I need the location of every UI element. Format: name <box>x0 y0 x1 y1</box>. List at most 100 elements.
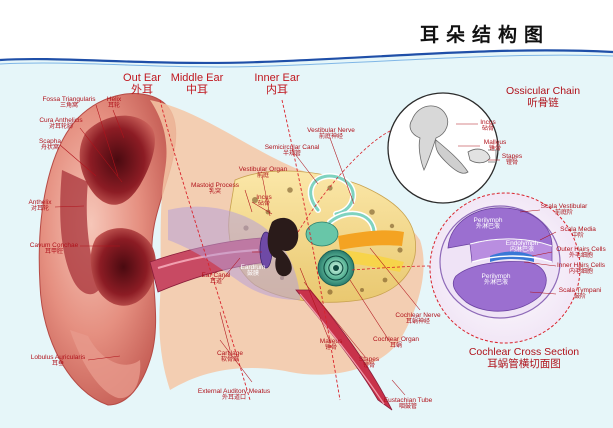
header-middle-ear-zh: 中耳 <box>186 84 208 96</box>
label-external-meatus-zh: 外耳道口 <box>221 395 246 401</box>
label-fossa-en: Fossa Triangularis <box>42 96 96 103</box>
label-eustachian-tube: Eustachian Tube 咽鼓管 <box>380 397 436 411</box>
label-cochlear-nerve: Cochlear Nerve 耳蜗神经 <box>390 312 446 326</box>
label-semicircular-en: Semicircular Canal <box>264 144 320 151</box>
section-label-scala-media: Scala Media 中阶 <box>556 226 600 240</box>
label-helix-en: Helix <box>106 96 122 103</box>
label-mastoid-en: Mastoid Process <box>190 182 240 189</box>
label-anthelix-zh: 对耳轮 <box>30 206 49 212</box>
label-incus-en: Incus <box>256 194 272 201</box>
label-cochlear-organ-zh: 耳蜗 <box>389 343 402 349</box>
section-label-outer-hair-cells: Outer Hairs Cells 外毛细胞 <box>552 246 610 260</box>
inner-hair-en: Inner Hairs Cells <box>556 262 606 269</box>
label-scapha: Scapha 舟状窝 <box>36 138 64 152</box>
header-inner-ear-zh: 内耳 <box>266 84 288 96</box>
ossicular-chain-title: Ossicular Chain 听骨链 <box>500 85 586 109</box>
ossicular-incus-zh: 砧骨 <box>481 126 494 132</box>
label-cartilage-zh: 软骨部 <box>220 357 239 363</box>
section-label-inner-hair-cells: Inner Hairs Cells 内毛细胞 <box>552 262 610 276</box>
header-inner-ear: Inner Ear 内耳 <box>242 72 312 96</box>
label-cochlear-nerve-en: Cochlear Nerve <box>395 312 441 319</box>
label-external-meatus-en: External Auditory Meatus <box>197 388 271 395</box>
label-concha-zh: 耳甲腔 <box>44 249 63 255</box>
label-fossa-zh: 三角窝 <box>59 103 78 109</box>
label-stapes-en: Stapes <box>358 356 380 363</box>
header-middle-ear: Middle Ear 中耳 <box>162 72 232 96</box>
label-vestibular-organ: Vestibular Organ 前庭 <box>234 166 292 180</box>
section-label-perilymph-bottom: Perilymph 外淋巴液 <box>478 273 514 287</box>
label-incus-zh: 砧骨 <box>257 201 270 207</box>
outer-hair-en: Outer Hairs Cells <box>556 246 606 253</box>
label-eardrum-en: Eardrum <box>240 264 266 271</box>
ossicular-incus-en: Incus <box>480 119 496 126</box>
label-stapes: Stapes 镫骨 <box>356 356 382 370</box>
cochlear-section-title-en: Cochlear Cross Section <box>468 346 580 358</box>
perilymph-top-zh: 外淋巴液 <box>475 224 500 230</box>
label-eustachian-zh: 咽鼓管 <box>398 404 417 410</box>
section-label-scala-tympani: Scala Tympani 鼓阶 <box>556 287 604 301</box>
scala-tympani-zh: 鼓阶 <box>573 294 586 300</box>
label-lobulus-en: Lobulus Auricularis <box>30 354 86 361</box>
label-cartilage: Cartilage 软骨部 <box>210 350 250 364</box>
label-semicircular-zh: 半规管 <box>282 151 301 157</box>
page-title: 耳朵结构图 <box>419 24 550 46</box>
cochlear-section-title: Cochlear Cross Section 耳蜗管横切面图 <box>462 346 586 370</box>
header-middle-ear-en: Middle Ear <box>170 72 224 84</box>
scala-vestibular-zh: 前庭阶 <box>554 210 573 216</box>
label-eardrum-zh: 鼓膜 <box>246 271 259 277</box>
label-eardrum: Eardrum 鼓膜 <box>238 264 268 278</box>
label-malleus-zh: 锤骨 <box>324 345 337 351</box>
section-label-perilymph-top: Perilymph 外淋巴液 <box>470 217 506 231</box>
header-outer-ear-en: Out Ear <box>123 72 161 84</box>
label-cura-en: Cura Anthelicis <box>39 117 83 124</box>
perilymph-bottom-zh: 外淋巴液 <box>483 280 508 286</box>
label-cura-anthelicis: Cura Anthelicis 对耳轮脚 <box>30 117 92 131</box>
label-vestibular-organ-en: Vestibular Organ <box>238 166 288 173</box>
cochlear-section-title-zh: 耳蜗管横切面图 <box>487 358 561 370</box>
header-outer-ear-zh: 外耳 <box>131 84 153 96</box>
label-incus: Incus 砧骨 <box>252 194 276 208</box>
label-ear-canal-zh: 耳道 <box>209 279 222 285</box>
label-cochlear-organ-en: Cochlear Organ <box>373 336 419 343</box>
perilymph-bottom-en: Perilymph <box>481 273 511 280</box>
ossicular-stapes-zh: 镫骨 <box>505 160 518 166</box>
label-mastoid-process: Mastoid Process 乳突 <box>186 182 244 196</box>
label-malleus: Malleus 锤骨 <box>316 338 346 352</box>
scala-media-zh: 中阶 <box>571 233 584 239</box>
label-scapha-zh: 舟状窝 <box>40 145 59 151</box>
label-cochlear-organ: Cochlear Organ 耳蜗 <box>368 336 424 350</box>
ossicular-label-incus: Incus 砧骨 <box>476 119 500 133</box>
ossicular-title-en: Ossicular Chain <box>505 85 581 97</box>
endolymph-en: Endolymph <box>505 240 539 247</box>
label-helix-zh: 耳轮 <box>107 103 120 109</box>
label-cartilage-en: Cartilage <box>216 350 243 357</box>
label-anthelix: Anthelix 对耳轮 <box>24 199 56 213</box>
label-ear-canal-en: Ear Canal <box>201 272 231 279</box>
endolymph-zh: 内淋巴液 <box>509 247 534 253</box>
label-eustachian-en: Eustachian Tube <box>383 397 433 404</box>
label-cochlear-nerve-zh: 耳蜗神经 <box>405 319 430 325</box>
scala-vestibular-en: Scala Vestibular <box>540 203 588 210</box>
label-fossa-triangularis: Fossa Triangularis 三角窝 <box>36 96 102 110</box>
label-scapha-en: Scapha <box>38 138 62 145</box>
label-semicircular-canal: Semicircular Canal 半规管 <box>258 144 326 158</box>
ossicular-label-stapes: Stapes 镫骨 <box>498 153 526 167</box>
scala-media-en: Scala Media <box>560 226 596 233</box>
inner-hair-zh: 内毛细胞 <box>568 269 593 275</box>
ossicular-label-malleus: Malleus 锤骨 <box>480 139 510 153</box>
label-malleus-en: Malleus <box>319 338 343 345</box>
label-vestibular-organ-zh: 前庭 <box>256 173 269 179</box>
perilymph-top-en: Perilymph <box>473 217 503 224</box>
scala-tympani-en: Scala Tympani <box>558 287 602 294</box>
label-external-auditory-meatus: External Auditory Meatus 外耳道口 <box>186 388 282 402</box>
outer-hair-zh: 外毛细胞 <box>568 253 593 259</box>
label-cavum-conchae: Cavum Conchae 耳甲腔 <box>28 242 80 256</box>
label-anthelix-en: Anthelix <box>28 199 52 206</box>
header-inner-ear-en: Inner Ear <box>254 72 300 84</box>
label-ear-canal: Ear Canal 耳道 <box>198 272 234 286</box>
ossicular-malleus-en: Malleus <box>483 139 507 146</box>
label-vestibular-nerve-en: Vestibular Nerve <box>307 127 355 134</box>
label-vestibular-nerve-zh: 前庭神经 <box>318 134 343 140</box>
